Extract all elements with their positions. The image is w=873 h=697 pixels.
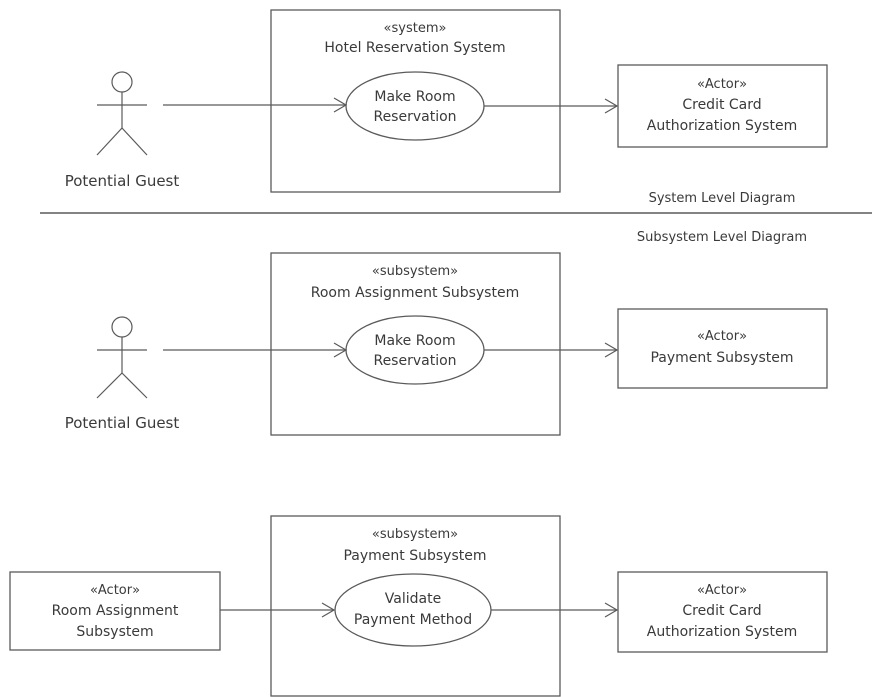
use-case-ellipse <box>334 573 492 647</box>
use-case-label-line2: Reservation <box>373 109 456 125</box>
external-actor-name-line2: Authorization System <box>647 118 797 134</box>
association-arrowhead <box>333 97 348 113</box>
subsystem-name: Room Assignment Subsystem <box>311 285 519 301</box>
source-actor-name-line1: Room Assignment <box>52 603 179 619</box>
use-case-label-line2: Payment Method <box>354 612 472 628</box>
actor-left-leg <box>96 372 123 399</box>
source-actor-stereotype: «Actor» <box>90 583 140 598</box>
system-level-label: System Level Diagram <box>649 191 796 206</box>
actor-left-leg <box>96 127 123 156</box>
actor-right-leg <box>121 127 148 156</box>
external-actor-name-line1: Credit Card <box>682 97 761 113</box>
source-actor-name-line2: Subsystem <box>76 624 153 640</box>
actor-potential-guest-figure <box>96 316 148 399</box>
subsystem-name: Payment Subsystem <box>343 548 486 564</box>
external-actor-stereotype: «Actor» <box>697 583 747 598</box>
actor-label: Potential Guest <box>65 172 180 190</box>
subsystem-stereotype: «subsystem» <box>372 527 458 542</box>
subsystem-level-label: Subsystem Level Diagram <box>637 230 807 245</box>
external-actor-box <box>617 571 828 653</box>
actor-label: Potential Guest <box>65 414 180 432</box>
use-case-label-line1: Make Room <box>374 89 455 105</box>
room-assignment-section: Potential Guest «subsystem» Room Assignm… <box>65 252 828 436</box>
external-actor-box <box>617 308 828 389</box>
payment-section: «Actor» Room Assignment Subsystem «subsy… <box>9 515 828 697</box>
system-level-section: Potential Guest «system» Hotel Reservati… <box>65 9 828 193</box>
use-case-ellipse <box>345 315 485 385</box>
use-case-label-line1: Validate <box>385 591 441 607</box>
source-actor-box <box>9 571 221 651</box>
association-arrowhead <box>333 342 348 358</box>
association-arrowhead <box>604 602 619 618</box>
external-actor-box <box>617 64 828 148</box>
association-arrowhead <box>604 342 619 358</box>
system-stereotype: «system» <box>384 21 447 36</box>
use-case-ellipse <box>345 71 485 141</box>
actor-potential-guest-figure <box>96 71 148 156</box>
external-actor-name-line2: Authorization System <box>647 624 797 640</box>
actor-right-leg <box>121 372 148 399</box>
subsystem-stereotype: «subsystem» <box>372 264 458 279</box>
external-actor-stereotype: «Actor» <box>697 77 747 92</box>
system-name: Hotel Reservation System <box>324 40 505 56</box>
external-actor-stereotype: «Actor» <box>697 329 747 344</box>
level-divider: System Level Diagram Subsystem Level Dia… <box>40 191 872 245</box>
external-actor-name-line1: Credit Card <box>682 603 761 619</box>
use-case-label-line2: Reservation <box>373 353 456 369</box>
association-arrowhead <box>604 98 619 114</box>
external-actor-name-line1: Payment Subsystem <box>650 350 793 366</box>
actor-head <box>111 71 133 93</box>
use-case-label-line1: Make Room <box>374 333 455 349</box>
association-arrowhead <box>321 602 336 618</box>
actor-head <box>111 316 133 338</box>
